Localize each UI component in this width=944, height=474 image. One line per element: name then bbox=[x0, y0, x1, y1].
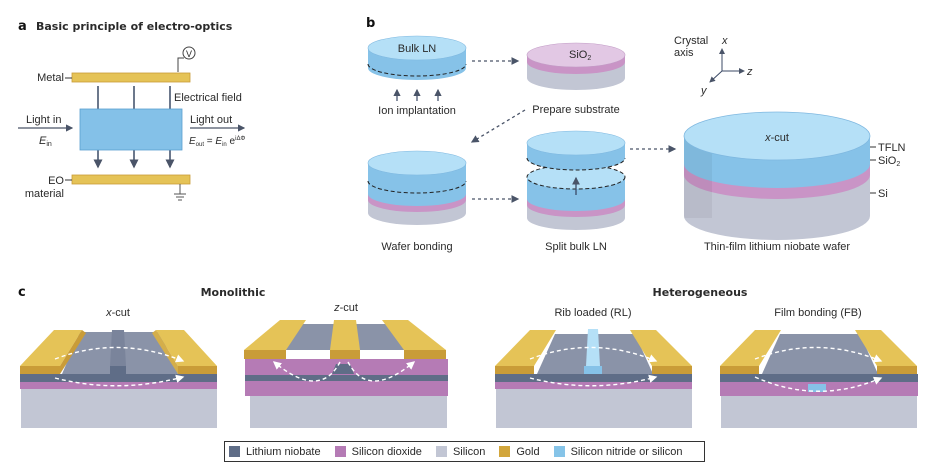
legend-swatch bbox=[229, 446, 240, 457]
eo-material-block bbox=[79, 108, 183, 151]
voltage-source-icon bbox=[182, 46, 196, 60]
si-layer-label: Si bbox=[878, 188, 888, 200]
wafer-bonding-stack bbox=[367, 150, 467, 225]
panel-a: a Basic principle of electro-optics V Me… bbox=[18, 19, 245, 201]
wafer-bonding-label: Wafer bonding bbox=[381, 241, 452, 253]
voltage-wire bbox=[177, 57, 184, 72]
tfln-wafer bbox=[683, 111, 871, 240]
material-label: material bbox=[25, 188, 64, 200]
axis-z-label: z bbox=[746, 66, 753, 78]
legend-swatch bbox=[553, 446, 565, 457]
crystal-axis-label-1: Crystal bbox=[674, 35, 708, 47]
crystal-axis-icon bbox=[709, 48, 745, 83]
legend-label: Silicon bbox=[452, 445, 486, 458]
metal-label: Metal bbox=[37, 72, 64, 84]
bulk-ln-wafer bbox=[367, 35, 467, 80]
film-bonding-label: Film bonding (FB) bbox=[774, 307, 861, 319]
heterogeneous-heading: Heterogeneous bbox=[653, 286, 748, 299]
split-bulk-ln-label: Split bulk LN bbox=[545, 241, 607, 253]
ion-implantation-label: Ion implantation bbox=[378, 105, 456, 117]
field-lines bbox=[93, 86, 175, 169]
rib-loaded-label: Rib loaded (RL) bbox=[554, 307, 631, 319]
panel-a-letter: a bbox=[18, 19, 27, 34]
voltage-symbol: V bbox=[186, 49, 192, 59]
panel-c-letter: c bbox=[18, 285, 26, 300]
zcut-device-label: z-cut bbox=[333, 302, 358, 314]
sio2-substrate-wafer bbox=[526, 42, 626, 90]
legend-label: Gold bbox=[516, 445, 540, 458]
electrical-field-label: Electrical field bbox=[174, 92, 242, 104]
layer-leader-lines bbox=[870, 146, 876, 194]
legend-item-gold: Gold bbox=[499, 445, 540, 458]
e-out-equation: Eout = Ein eiΔΦ bbox=[189, 136, 245, 148]
xcut-wafer-label: x-cut bbox=[764, 132, 789, 144]
legend-label: Silicon dioxide bbox=[351, 445, 422, 458]
panel-b: b Bulk LN Ion implantation SiO2 Prepare … bbox=[366, 16, 906, 253]
bulk-ln-label: Bulk LN bbox=[398, 43, 437, 55]
legend-item-lithium-niobate: Lithium niobate bbox=[229, 446, 321, 458]
legend-item-silicon-dioxide: Silicon dioxide bbox=[334, 445, 422, 458]
panel-b-letter: b bbox=[366, 16, 375, 31]
device-rib-loaded bbox=[495, 329, 692, 428]
top-metal-electrode bbox=[71, 72, 191, 83]
tfln-wafer-label: Thin-film lithium niobate wafer bbox=[704, 241, 850, 253]
implant-arrows bbox=[393, 88, 442, 101]
prepare-substrate-label: Prepare substrate bbox=[532, 104, 619, 116]
legend-label: Silicon nitride or silicon bbox=[570, 445, 683, 458]
eo-label: EO bbox=[48, 175, 64, 187]
ground-icon bbox=[174, 184, 186, 201]
tfln-layer-label: TFLN bbox=[878, 142, 906, 154]
bottom-metal-electrode bbox=[71, 174, 191, 185]
monolithic-heading: Monolithic bbox=[201, 286, 266, 299]
split-bulk-ln-stack bbox=[526, 130, 626, 230]
legend-swatch bbox=[499, 446, 511, 457]
xcut-device-label: x-cut bbox=[105, 307, 130, 319]
e-in-label: Ein bbox=[39, 135, 52, 148]
material-legend: Lithium niobate Silicon dioxide Silicon … bbox=[224, 441, 705, 462]
light-in-label: Light in bbox=[26, 114, 61, 126]
crystal-axis-label-2: axis bbox=[674, 47, 694, 59]
light-out-label: Light out bbox=[190, 114, 232, 126]
sio2-label: SiO2 bbox=[569, 49, 591, 62]
device-zcut bbox=[244, 320, 448, 428]
device-film-bonding bbox=[720, 330, 918, 428]
panel-a-title: Basic principle of electro-optics bbox=[36, 20, 233, 33]
axis-x-label: x bbox=[721, 35, 728, 47]
flow-arrow-2 bbox=[470, 109, 526, 143]
legend-swatch bbox=[334, 446, 346, 457]
legend-item-silicon: Silicon bbox=[435, 445, 486, 458]
legend-item-silicon-nitride: Silicon nitride or silicon bbox=[553, 445, 683, 458]
panel-c: c Monolithic Heterogeneous x-cut bbox=[18, 285, 918, 428]
device-xcut bbox=[20, 330, 217, 428]
legend-label: Lithium niobate bbox=[246, 445, 321, 458]
legend-swatch bbox=[435, 446, 447, 457]
axis-y-label: y bbox=[700, 85, 708, 97]
sio2-layer-label: SiO2 bbox=[878, 155, 900, 168]
